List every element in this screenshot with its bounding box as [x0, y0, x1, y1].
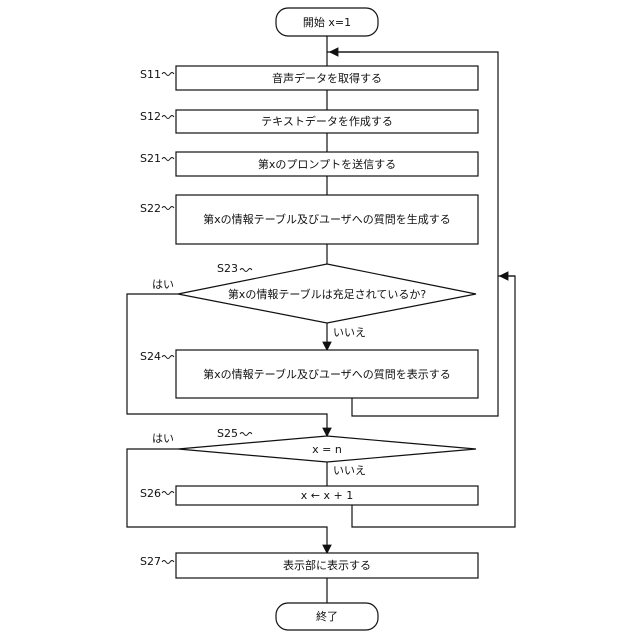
step-s24-id: S24 [140, 350, 161, 363]
decision-s23: 第xの情報テーブルは充足されているか? S23 はい いいえ [152, 262, 476, 339]
step-s21: 第xのプロンプトを送信する S21 [140, 152, 478, 176]
step-s27-id: S27 [140, 555, 161, 568]
step-s12-id: S12 [140, 110, 161, 123]
step-s26-text: x ← x + 1 [301, 489, 353, 502]
step-s26: x ← x + 1 S26 [140, 486, 478, 505]
start-terminator: 開始 x=1 [276, 8, 378, 36]
end-terminator: 終了 [276, 603, 378, 630]
start-label: 開始 x=1 [303, 15, 351, 29]
decision-s23-no: いいえ [333, 326, 366, 339]
step-s11-text: 音声データを取得する [272, 71, 382, 85]
step-s22-id: S22 [140, 202, 161, 215]
step-s21-text: 第xのプロンプトを送信する [258, 157, 396, 171]
step-s12: テキストデータを作成する S12 [140, 110, 478, 133]
decision-s25: x = n S25 はい いいえ [152, 427, 476, 477]
step-s11: 音声データを取得する S11 [140, 66, 478, 90]
step-s11-id: S11 [140, 68, 161, 81]
step-s27-text: 表示部に表示する [283, 558, 371, 572]
decision-s25-no: いいえ [333, 464, 366, 477]
step-s22-text: 第xの情報テーブル及びユーザへの質問を生成する [203, 212, 451, 226]
step-s24-text: 第xの情報テーブル及びユーザへの質問を表示する [203, 367, 451, 381]
decision-s25-text: x = n [312, 443, 342, 456]
step-s24: 第xの情報テーブル及びユーザへの質問を表示する S24 [140, 350, 478, 398]
step-s26-id: S26 [140, 487, 161, 500]
step-s12-text: テキストデータを作成する [261, 114, 393, 128]
decision-s25-yes: はい [152, 432, 174, 445]
step-s27: 表示部に表示する S27 [140, 553, 478, 578]
step-s21-id: S21 [140, 152, 161, 165]
step-s22: 第xの情報テーブル及びユーザへの質問を生成する S22 [140, 195, 478, 244]
decision-s23-id: S23 [217, 262, 238, 275]
decision-s23-yes: はい [152, 278, 174, 291]
decision-s25-id: S25 [217, 427, 238, 440]
decision-s23-text: 第xの情報テーブルは充足されているか? [228, 287, 427, 301]
end-label: 終了 [316, 609, 338, 623]
